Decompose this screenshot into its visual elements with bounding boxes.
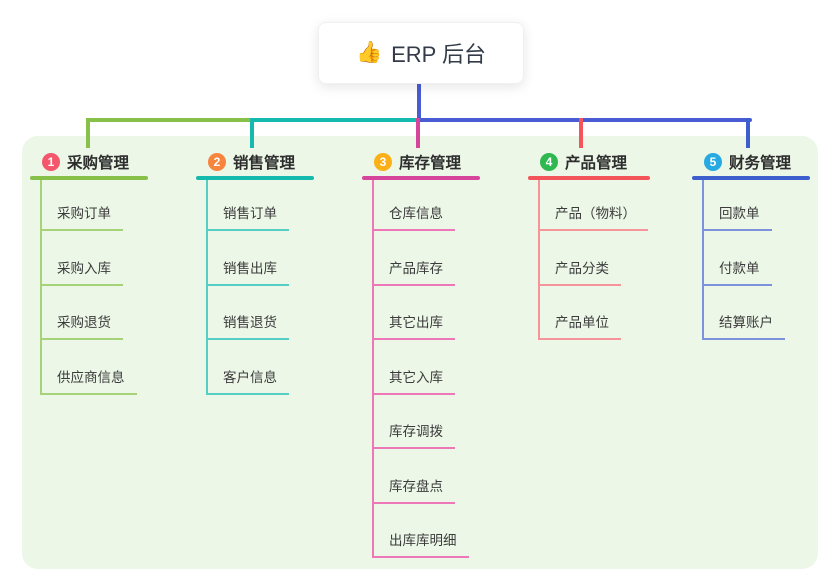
child-item: 结算账户 [692, 286, 810, 340]
branch-underline [196, 176, 314, 180]
child-label[interactable]: 库存调拨 [372, 420, 455, 449]
branch-underline [528, 176, 650, 180]
child-item: 库存调拨 [362, 395, 480, 449]
branch-header[interactable]: 3 库存管理 [362, 136, 480, 173]
child-label[interactable]: 其它出库 [372, 311, 455, 340]
branch-4: 4 产品管理 产品（物料） 产品分类产品单位 [528, 136, 650, 340]
branch-number-badge: 2 [208, 153, 226, 171]
connector-horizontal-blue [418, 118, 752, 122]
branch-number-badge: 1 [42, 153, 60, 171]
branch-header[interactable]: 1 采购管理 [30, 136, 148, 173]
child-item: 回款单 [692, 180, 810, 231]
branch-header[interactable]: 2 销售管理 [196, 136, 314, 173]
child-item: 出库库明细 [362, 504, 480, 558]
child-item: 产品分类 [528, 231, 650, 286]
child-item: 销售出库 [196, 231, 314, 286]
child-label[interactable]: 产品库存 [372, 257, 455, 286]
child-label[interactable]: 销售退货 [206, 311, 289, 340]
child-item: 产品（物料） [528, 180, 650, 231]
child-label[interactable]: 库存盘点 [372, 475, 455, 504]
child-item: 其它入库 [362, 340, 480, 395]
connector-root-vertical [417, 82, 421, 120]
child-item: 库存盘点 [362, 449, 480, 504]
branch-number-badge: 4 [540, 153, 558, 171]
connector-drop-1 [86, 118, 90, 148]
branch-underline [30, 176, 148, 180]
child-label[interactable]: 其它入库 [372, 366, 455, 395]
child-label[interactable]: 客户信息 [206, 366, 289, 395]
child-label[interactable]: 结算账户 [702, 311, 785, 340]
branch-number-badge: 3 [374, 153, 392, 171]
branch-label: 财务管理 [729, 155, 792, 172]
child-label[interactable]: 销售出库 [206, 257, 289, 286]
child-label[interactable]: 产品（物料） [538, 202, 648, 231]
branch-underline [692, 176, 810, 180]
child-label[interactable]: 产品分类 [538, 257, 621, 286]
child-item: 产品库存 [362, 231, 480, 286]
child-label[interactable]: 供应商信息 [40, 366, 137, 395]
connector-drop-2 [250, 118, 254, 148]
branch-children: 回款单付款单结算账户 [692, 180, 810, 340]
branch-children: 产品（物料） 产品分类产品单位 [528, 180, 650, 340]
child-item: 产品单位 [528, 286, 650, 340]
child-item: 其它出库 [362, 286, 480, 340]
child-item: 仓库信息 [362, 180, 480, 231]
child-item: 采购订单 [30, 180, 148, 231]
child-label[interactable]: 产品单位 [538, 311, 621, 340]
root-node[interactable]: 👍 ERP 后台 [318, 22, 524, 84]
root-label: ERP 后台 [391, 42, 487, 67]
child-label[interactable]: 仓库信息 [372, 202, 455, 231]
child-label[interactable]: 销售订单 [206, 202, 289, 231]
child-label[interactable]: 采购订单 [40, 202, 123, 231]
child-item: 销售订单 [196, 180, 314, 231]
connector-drop-3 [416, 118, 420, 148]
connector-drop-4 [579, 118, 583, 148]
branch-1: 1 采购管理 采购订单采购入库采购退货供应商信息 [30, 136, 148, 395]
thumbs-up-icon: 👍 [355, 41, 383, 64]
child-item: 销售退货 [196, 286, 314, 340]
branch-children: 仓库信息产品库存其它出库其它入库库存调拨库存盘点出库库明细 [362, 180, 480, 558]
child-item: 客户信息 [196, 340, 314, 395]
branch-header[interactable]: 5 财务管理 [692, 136, 810, 173]
child-item: 采购入库 [30, 231, 148, 286]
panel: 1 采购管理 采购订单采购入库采购退货供应商信息 2 销售管理 销售订单销售出库… [22, 136, 818, 569]
connector-horizontal-teal [250, 118, 418, 122]
branch-underline [362, 176, 480, 180]
branch-3: 3 库存管理 仓库信息产品库存其它出库其它入库库存调拨库存盘点出库库明细 [362, 136, 480, 558]
child-label[interactable]: 回款单 [702, 202, 772, 231]
branch-label: 产品管理 [565, 155, 628, 172]
branch-header[interactable]: 4 产品管理 [528, 136, 650, 173]
branch-children: 采购订单采购入库采购退货供应商信息 [30, 180, 148, 395]
branch-label: 销售管理 [233, 155, 296, 172]
child-label[interactable]: 付款单 [702, 257, 772, 286]
branch-2: 2 销售管理 销售订单销售出库销售退货客户信息 [196, 136, 314, 395]
child-item: 供应商信息 [30, 340, 148, 395]
child-item: 采购退货 [30, 286, 148, 340]
branch-children: 销售订单销售出库销售退货客户信息 [196, 180, 314, 395]
child-label[interactable]: 采购入库 [40, 257, 123, 286]
child-label[interactable]: 出库库明细 [372, 529, 469, 558]
connector-drop-5 [746, 118, 750, 148]
branch-label: 库存管理 [399, 155, 462, 172]
child-item: 付款单 [692, 231, 810, 286]
branch-label: 采购管理 [67, 155, 130, 172]
branch-number-badge: 5 [704, 153, 722, 171]
child-label[interactable]: 采购退货 [40, 311, 123, 340]
branch-5: 5 财务管理 回款单付款单结算账户 [692, 136, 810, 340]
connector-horizontal-green [86, 118, 252, 122]
